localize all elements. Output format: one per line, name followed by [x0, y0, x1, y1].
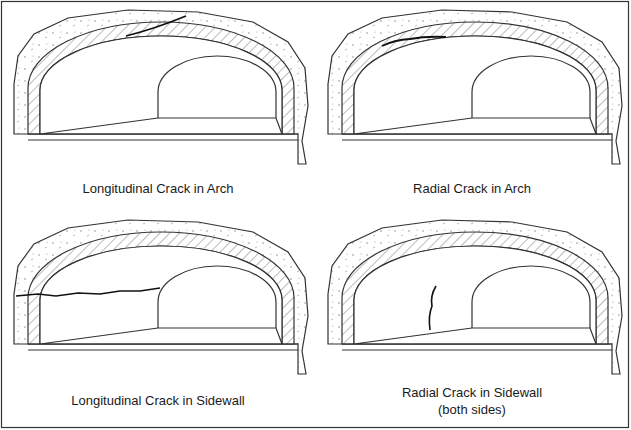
- tunnel-panel: [14, 220, 308, 374]
- crack-line: [126, 16, 186, 36]
- tunnel-section: [14, 220, 308, 374]
- caption: Longitudinal Crack in Arch: [18, 180, 298, 197]
- caption: Longitudinal Crack in Sidewall: [18, 392, 298, 409]
- crack-line: [382, 37, 446, 46]
- tunnel-section: [328, 10, 622, 164]
- tunnel-section: [328, 220, 622, 374]
- tunnel-section: [14, 10, 308, 164]
- crack-line: [429, 286, 436, 330]
- caption: Radial Crack in Sidewall (both sides): [386, 384, 558, 418]
- tunnel-panel: [328, 10, 622, 164]
- tunnel-panel: [328, 220, 622, 374]
- crack-line: [16, 288, 160, 296]
- caption: Radial Crack in Arch: [332, 180, 612, 197]
- tunnel-panel: [14, 10, 308, 164]
